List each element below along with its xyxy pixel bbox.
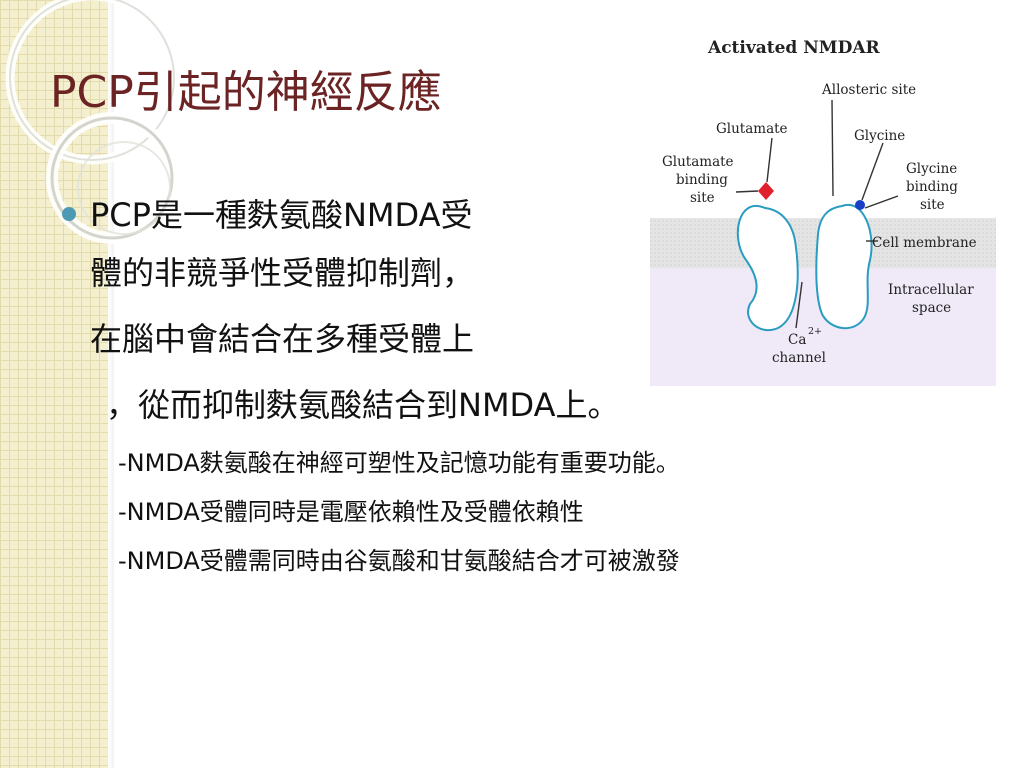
label-allosteric-site: Allosteric site bbox=[821, 82, 916, 98]
bullet-line-4: ，從而抑制麩氨酸結合到NMDA上。 bbox=[106, 386, 620, 424]
receptor-left-subunit bbox=[736, 204, 799, 331]
label-glutamate-binding-3: site bbox=[690, 190, 715, 206]
glutamate-marker bbox=[758, 182, 774, 200]
glycine-marker bbox=[855, 200, 865, 210]
nmdar-diagram: Activated NMDAR Allosteric site Glutamat… bbox=[650, 38, 996, 386]
decorative-grid-strip bbox=[0, 0, 112, 768]
label-glutamate-binding-1: Glutamate bbox=[662, 154, 734, 170]
decorative-circles bbox=[5, 0, 179, 244]
label-ca: Ca bbox=[788, 332, 806, 348]
label-glycine-binding-1: Glycine bbox=[906, 161, 957, 177]
label-glycine: Glycine bbox=[854, 128, 905, 144]
bullet-dot-icon bbox=[62, 207, 76, 221]
label-glutamate: Glutamate bbox=[716, 121, 788, 137]
label-intracellular-1: Intracellular bbox=[888, 282, 974, 298]
diagram-title: Activated NMDAR bbox=[707, 38, 881, 58]
label-intracellular-2: space bbox=[912, 300, 951, 316]
sub-item-3: -NMDA受體需同時由谷氨酸和甘氨酸結合才可被激發 bbox=[118, 547, 680, 575]
sub-item-2: -NMDA受體同時是電壓依賴性及受體依賴性 bbox=[118, 498, 584, 526]
bullet-line-3: 在腦中會結合在多種受體上 bbox=[90, 320, 475, 358]
label-glutamate-binding-2: binding bbox=[676, 172, 728, 188]
bullet-line-1: PCP是一種麩氨酸NMDA受 bbox=[90, 196, 473, 234]
label-glycine-binding-3: site bbox=[920, 197, 945, 213]
label-cell-membrane: Cell membrane bbox=[872, 235, 977, 251]
receptor-right-subunit bbox=[815, 203, 873, 329]
sub-item-1: -NMDA麩氨酸在神經可塑性及記憶功能有重要功能。 bbox=[118, 449, 680, 477]
label-channel: channel bbox=[772, 350, 826, 366]
bullet-line-2: 體的非競爭性受體抑制劑， bbox=[90, 254, 475, 292]
slide-title: PCP引起的神經反應 bbox=[50, 67, 442, 118]
label-glycine-binding-2: binding bbox=[906, 179, 958, 195]
sub-bullet-list: -NMDA麩氨酸在神經可塑性及記憶功能有重要功能。 -NMDA受體同時是電壓依賴… bbox=[118, 446, 848, 593]
strip-edge bbox=[108, 0, 114, 768]
label-ca-superscript: 2+ bbox=[808, 326, 822, 337]
